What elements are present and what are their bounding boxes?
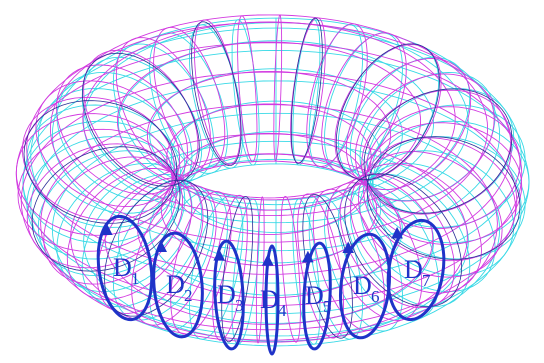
disk-label: D — [260, 285, 279, 314]
disk-label: D — [113, 253, 132, 282]
disk-label: D — [353, 271, 372, 300]
disk-label: D — [166, 270, 185, 299]
disk-label-subscript: 6 — [371, 287, 380, 306]
disk-label-subscript: 1 — [131, 269, 140, 288]
disk-label-subscript: 5 — [323, 297, 332, 316]
disk-label-subscript: 4 — [278, 301, 287, 320]
orientation-arrow-icon — [263, 255, 273, 265]
disk-label: D — [217, 280, 236, 309]
disk-label-subscript: 2 — [184, 286, 193, 305]
disk-label-subscript: 3 — [235, 296, 244, 315]
wire-accent — [222, 197, 253, 342]
wire-meridian — [57, 65, 188, 194]
disk-label-subscript: 7 — [422, 271, 431, 290]
disk-label: D — [404, 255, 423, 284]
wire-parallel — [172, 133, 366, 234]
wire-meridian — [27, 144, 176, 268]
wire-meridian — [274, 15, 282, 161]
wire-meridian — [366, 123, 522, 245]
wire-parallel — [50, 15, 487, 242]
wire-parallel — [83, 22, 455, 216]
disk-label: D — [305, 281, 324, 310]
wire-meridian — [256, 197, 264, 343]
